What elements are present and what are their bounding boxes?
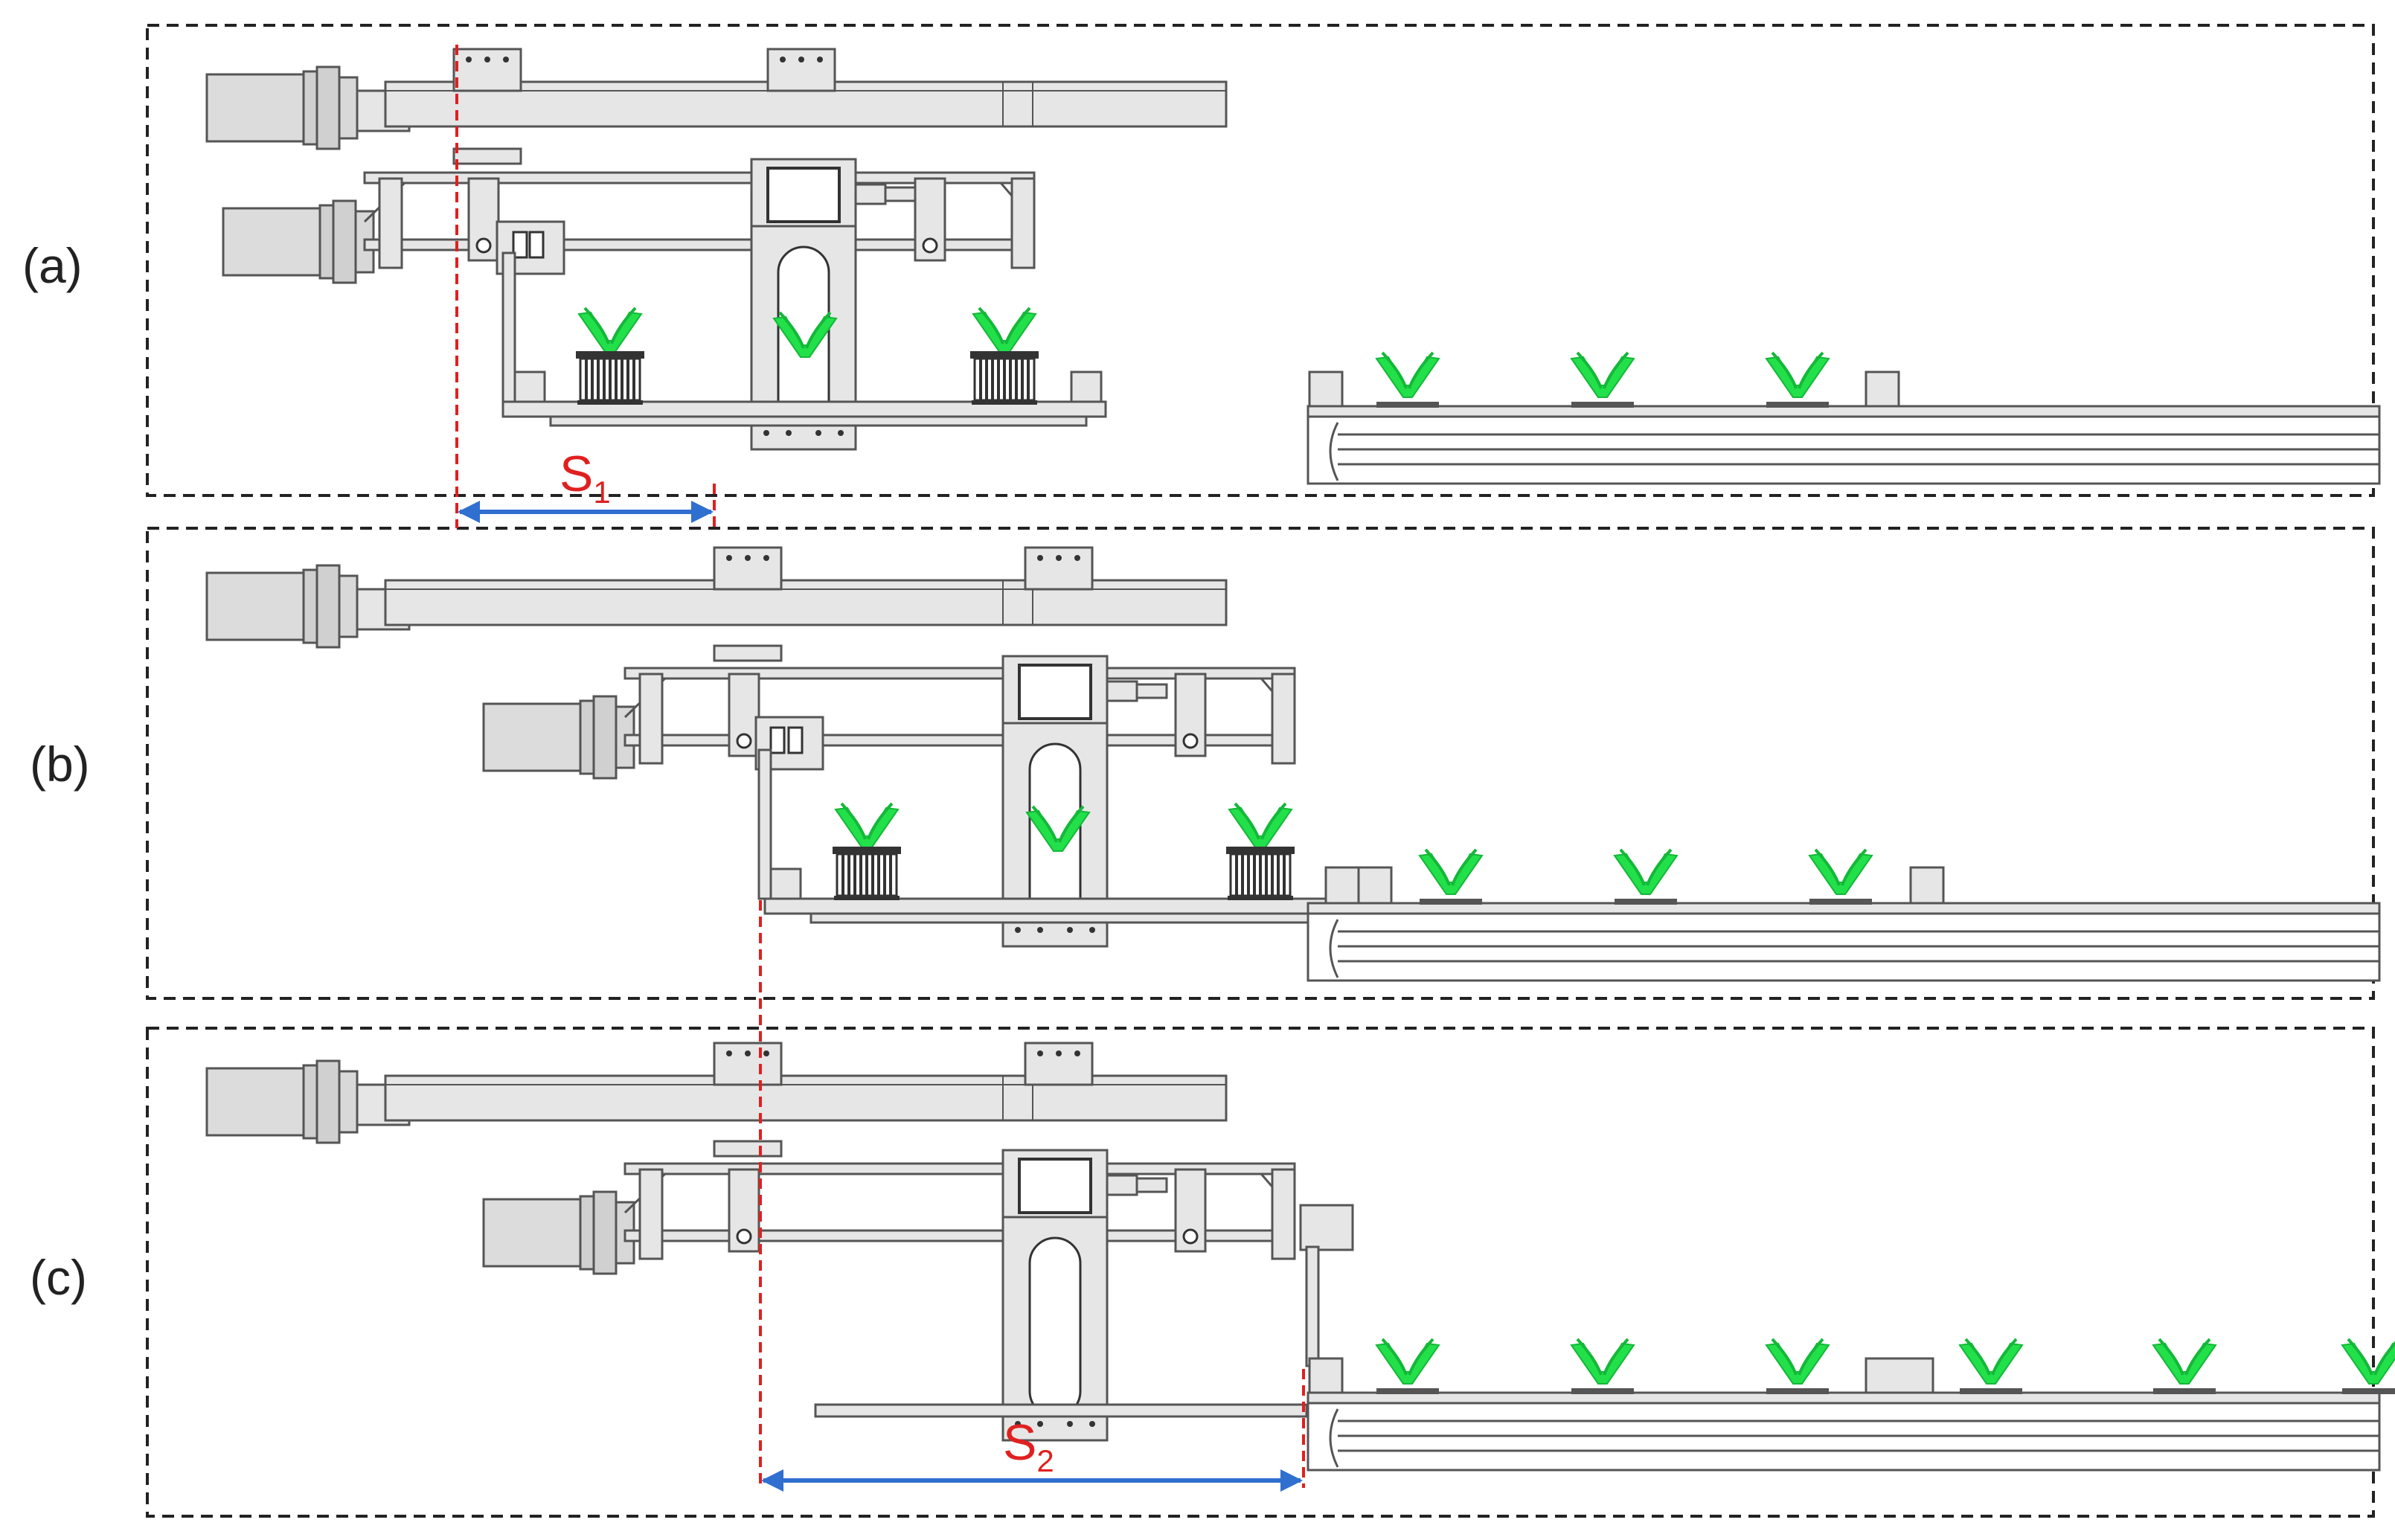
panel-c-frame	[146, 1027, 2375, 1518]
panel-c-label: (c)	[30, 1250, 87, 1305]
panel-a-frame	[146, 24, 2375, 497]
panel-b-mechanism	[207, 546, 2381, 982]
s2-label: S2	[1003, 1414, 1054, 1478]
s1-label: S1	[560, 446, 611, 510]
panel-a-label: (a)	[22, 238, 83, 293]
panel-b-label: (b)	[30, 737, 90, 792]
panel-c-mechanism	[207, 1042, 2395, 1472]
panel-b-frame	[146, 527, 2375, 1000]
panel-a-mechanism	[207, 48, 2381, 485]
